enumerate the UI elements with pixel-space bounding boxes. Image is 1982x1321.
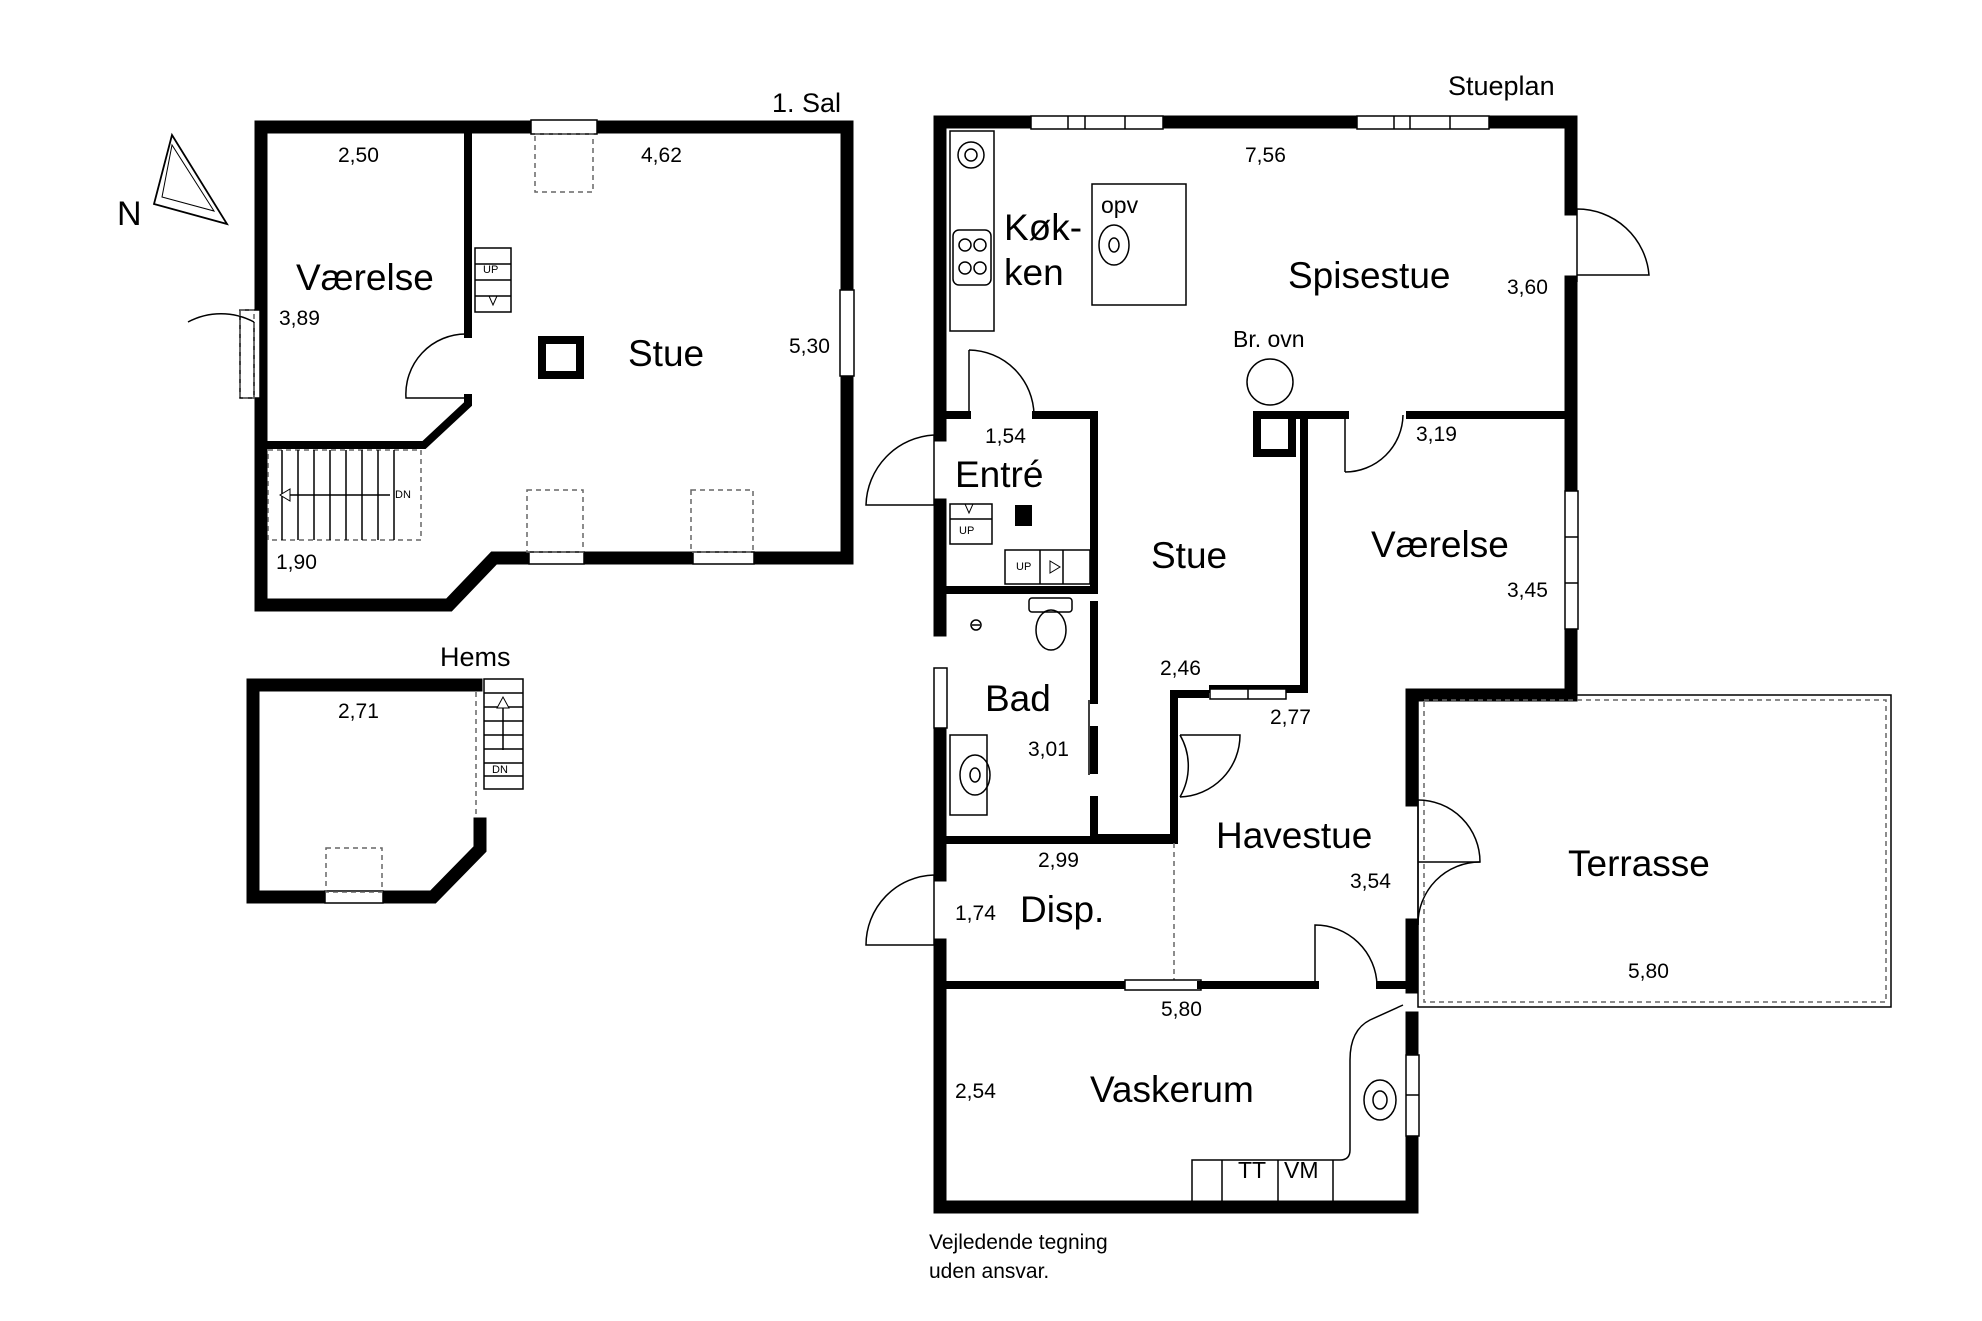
room-kokken-line1: Køk- <box>1004 207 1082 248</box>
dim-3-01: 3,01 <box>1028 738 1069 761</box>
disclaimer-line1: Vejledende tegning <box>929 1231 1108 1254</box>
dim-2-50: 2,50 <box>338 144 379 167</box>
terrace-outline <box>1417 694 1892 1008</box>
dim-1-74: 1,74 <box>955 902 996 925</box>
dim-2-99: 2,99 <box>1038 849 1079 872</box>
ground-floor-title: Stueplan <box>1448 71 1555 101</box>
disclaimer-line2: uden ansvar. <box>929 1260 1049 1283</box>
laundry-sink <box>1363 1079 1397 1121</box>
bath-vanity <box>949 734 988 816</box>
first-floor-staircase: DN <box>267 449 422 541</box>
first-floor-plan: UP DN 1. Sal Værelse Stue 2,50 4,62 3,89… <box>187 88 855 612</box>
dim-7-56: 7,56 <box>1245 144 1286 167</box>
room-vaerelse-upstairs: Værelse <box>296 257 434 298</box>
dim-3-60: 3,60 <box>1507 276 1548 299</box>
chimney <box>538 336 584 379</box>
first-floor-title: 1. Sal <box>772 88 841 118</box>
stair-up-label: UP <box>483 264 498 276</box>
entre-stair-up-label: UP <box>959 525 974 537</box>
fan-icon <box>957 141 985 169</box>
loft-title: Hems <box>440 642 511 672</box>
room-bad: Bad <box>985 678 1051 719</box>
room-stue: Stue <box>1151 535 1227 576</box>
room-havestue: Havestue <box>1216 815 1372 856</box>
stove <box>952 229 992 286</box>
ground-floor-plan: Stueplan <box>865 71 1892 1214</box>
entre-stair-up2-label: UP <box>1016 561 1031 573</box>
label-opv: opv <box>1101 192 1139 218</box>
dim-5-80-laundry: 5,80 <box>1161 998 1202 1021</box>
dim-2-77: 2,77 <box>1270 706 1311 729</box>
room-stue-upstairs: Stue <box>628 333 704 374</box>
label-br-ovn: Br. ovn <box>1233 326 1305 352</box>
stair-dn-label: DN <box>395 489 411 501</box>
dim-5-80-terrace: 5,80 <box>1628 960 1669 983</box>
loft-plan: DN Hems 2,71 <box>246 642 524 904</box>
loft-stair-dn-label: DN <box>492 764 508 776</box>
dim-1-54: 1,54 <box>985 425 1026 448</box>
room-entre: Entré <box>955 454 1043 495</box>
north-compass: N <box>117 132 229 233</box>
room-disp: Disp. <box>1020 889 1104 930</box>
room-spisestue: Spisestue <box>1288 255 1451 296</box>
kitchen-island <box>1091 183 1187 306</box>
dim-3-89: 3,89 <box>279 307 320 330</box>
dim-3-54: 3,54 <box>1350 870 1391 893</box>
dim-2-54: 2,54 <box>955 1080 996 1103</box>
kitchen-sink <box>1098 224 1130 266</box>
dim-2-46: 2,46 <box>1160 657 1201 680</box>
dim-2-71: 2,71 <box>338 700 379 723</box>
dim-4-62: 4,62 <box>641 144 682 167</box>
room-vaerelse: Værelse <box>1371 524 1509 565</box>
stair-arrow-icon <box>488 295 498 307</box>
dim-3-19: 3,19 <box>1416 423 1457 446</box>
compass-arrow-icon <box>152 132 229 226</box>
dim-5-30: 5,30 <box>789 335 830 358</box>
room-kokken-line2: ken <box>1004 252 1064 293</box>
toilet <box>1035 609 1067 651</box>
room-terrasse: Terrasse <box>1568 843 1710 884</box>
label-vm: VM <box>1284 1157 1319 1183</box>
wood-stove <box>1246 358 1294 406</box>
dim-1-90: 1,90 <box>276 551 317 574</box>
dim-3-45: 3,45 <box>1507 579 1548 602</box>
label-tt: TT <box>1238 1157 1266 1183</box>
compass-label: N <box>117 195 142 233</box>
room-vaskerum: Vaskerum <box>1090 1069 1254 1110</box>
